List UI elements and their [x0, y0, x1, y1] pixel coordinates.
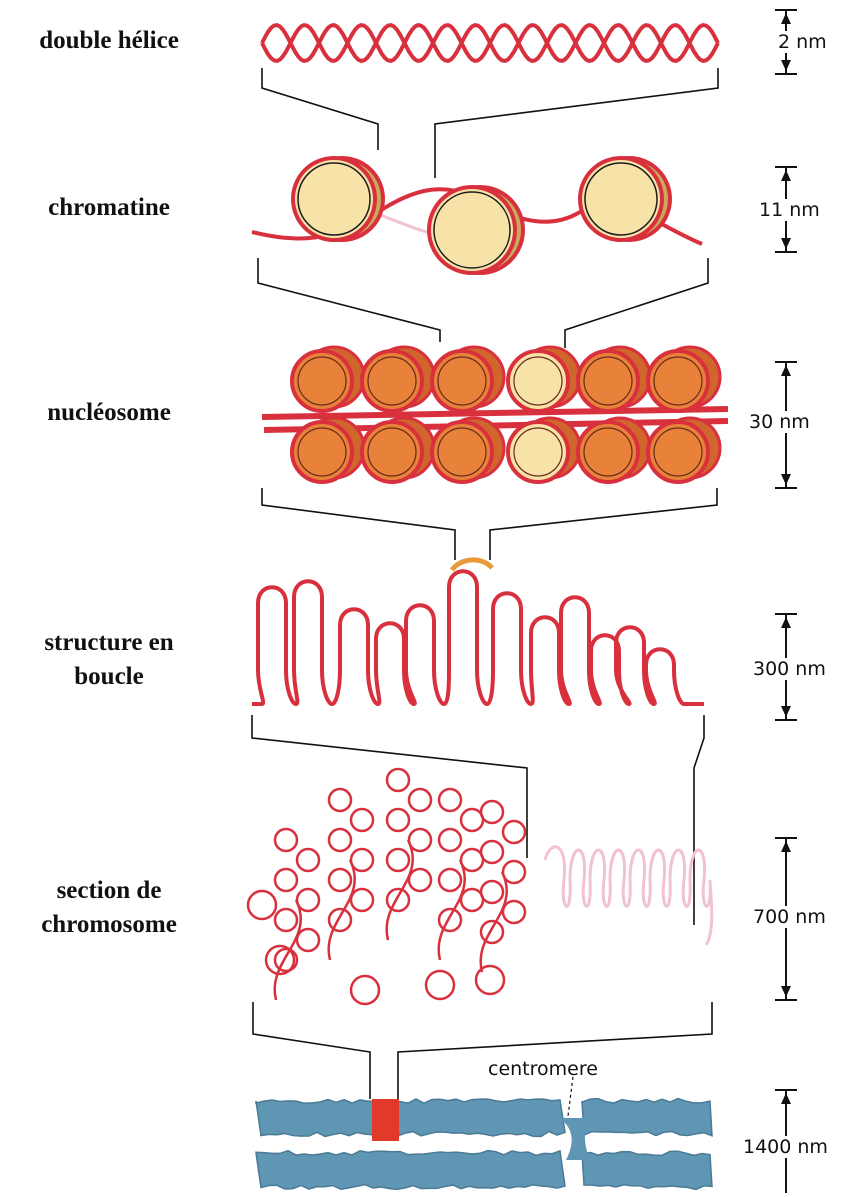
- connector-line-1: [262, 68, 378, 150]
- histone-core-2: [429, 187, 515, 273]
- coil-c2-6: [351, 889, 373, 911]
- loop-highlight-arc: [452, 560, 492, 570]
- scale-arrowhead-top-2: [781, 170, 791, 181]
- coil-c4-3: [439, 829, 461, 851]
- loop-structure: [252, 560, 704, 704]
- connector-line-6: [490, 488, 717, 560]
- coil-loop-3: [351, 976, 379, 1004]
- coil-c3-7: [387, 889, 409, 911]
- chromatid-upper-right: [582, 1099, 712, 1136]
- scale-arrowhead-top-4: [781, 617, 791, 628]
- scale-arrowhead-top-6: [781, 1093, 791, 1104]
- nucleosome-r1-3: [432, 351, 492, 411]
- size-scale-arrows: [775, 10, 797, 1193]
- coil-c5-6: [503, 901, 525, 923]
- coil-c4-2: [461, 809, 483, 831]
- nucleosome-r2-5: [578, 422, 638, 482]
- label-chromatin: chromatine: [0, 191, 218, 225]
- coil-loop-4: [426, 971, 454, 999]
- coil-c2-3: [329, 829, 351, 851]
- histone-core-3: [580, 158, 662, 240]
- coil-c3-2: [409, 789, 431, 811]
- size-label-700nm: 700 nm: [751, 906, 828, 928]
- size-label-11nm: 11 nm: [757, 199, 822, 221]
- chromosome: [256, 1099, 712, 1190]
- coil-c5-2: [503, 821, 525, 843]
- helix-strand-2: [262, 25, 718, 61]
- nucleosome-r2-1: [292, 422, 352, 482]
- size-label-2nm: 2 nm: [776, 31, 829, 53]
- chromatid-lower-left: [256, 1151, 565, 1190]
- coil-c2-5: [329, 869, 351, 891]
- coil-c2-7: [329, 909, 351, 931]
- coil-c3-5: [387, 849, 409, 871]
- connector-line-5: [262, 488, 455, 560]
- chromatid-lower-right: [582, 1151, 712, 1189]
- nucleosome-r2-3: [432, 422, 492, 482]
- nucleosome-r1-4: [508, 351, 568, 411]
- connector-line-10: [398, 1002, 712, 1099]
- centromere-constriction: [560, 1118, 592, 1160]
- connector-line-4: [565, 258, 708, 348]
- scale-arrowhead-bottom-1: [781, 60, 791, 71]
- faded-fiber-extension: [545, 847, 712, 945]
- coil-c1-1: [275, 829, 297, 851]
- looped-fiber: [252, 571, 704, 704]
- coil-c4-5: [439, 869, 461, 891]
- size-label-30nm: 30 nm: [747, 411, 812, 433]
- chromatid-upper-left: [256, 1099, 565, 1136]
- label-double-helix: double hélice: [0, 24, 218, 58]
- coil-c5-1: [481, 801, 503, 823]
- coil-loop-1: [248, 891, 276, 919]
- coil-c1-5: [275, 909, 297, 931]
- coil-c4-6: [461, 889, 483, 911]
- scale-arrowhead-bottom-4: [781, 706, 791, 717]
- coil-c1-6: [297, 929, 319, 951]
- coil-c1-2: [297, 849, 319, 871]
- coil-c5-7: [481, 921, 503, 943]
- connector-line-9: [253, 1002, 370, 1099]
- coil-loop-5: [476, 966, 504, 994]
- label-nucleosome: nucléosome: [0, 396, 218, 430]
- coil-c3-6: [409, 869, 431, 891]
- connector-line-3: [258, 258, 440, 342]
- double-helix-strands: [262, 25, 718, 61]
- coil-c5-5: [481, 881, 503, 903]
- coil-c1-3: [275, 869, 297, 891]
- coil-c2-1: [329, 789, 351, 811]
- highlighted-region: [372, 1099, 399, 1141]
- nucleosome-r2-4: [508, 422, 568, 482]
- coil-c2-2: [351, 809, 373, 831]
- coil-c4-7: [439, 909, 461, 931]
- scale-arrowhead-top-3: [781, 365, 791, 376]
- coil-c4-1: [439, 789, 461, 811]
- label-chromosome-section: section de chromosome: [0, 874, 218, 942]
- nucleosome-r2-6: [648, 422, 708, 482]
- scale-arrowhead-top-1: [781, 13, 791, 24]
- scale-arrowhead-bottom-5: [781, 986, 791, 997]
- coil-c3-3: [387, 809, 409, 831]
- nucleosome-r2-2: [362, 422, 422, 482]
- coil-c5-3: [481, 841, 503, 863]
- nucleosome-r1-6: [648, 351, 708, 411]
- nucleosome-r1-2: [362, 351, 422, 411]
- coil-c3-1: [387, 769, 409, 791]
- chromatin-fiber: [252, 158, 702, 273]
- nucleosome-r1-1: [292, 351, 352, 411]
- size-label-1400nm: 1400 nm: [741, 1136, 830, 1158]
- nucleosome-r1-5: [578, 351, 638, 411]
- label-loop-structure: structure en boucle: [0, 626, 218, 694]
- chromosome-section: [248, 769, 712, 1004]
- centromere-label: centromere: [488, 1058, 598, 1080]
- scale-arrowhead-top-5: [781, 841, 791, 852]
- scale-arrowhead-bottom-2: [781, 238, 791, 249]
- histone-core-1: [293, 158, 375, 240]
- size-label-300nm: 300 nm: [751, 658, 828, 680]
- connector-line-2: [435, 68, 718, 178]
- nucleosome-fiber: [262, 347, 728, 482]
- centromere-pointer-line: [568, 1077, 573, 1116]
- scale-arrowhead-bottom-3: [781, 474, 791, 485]
